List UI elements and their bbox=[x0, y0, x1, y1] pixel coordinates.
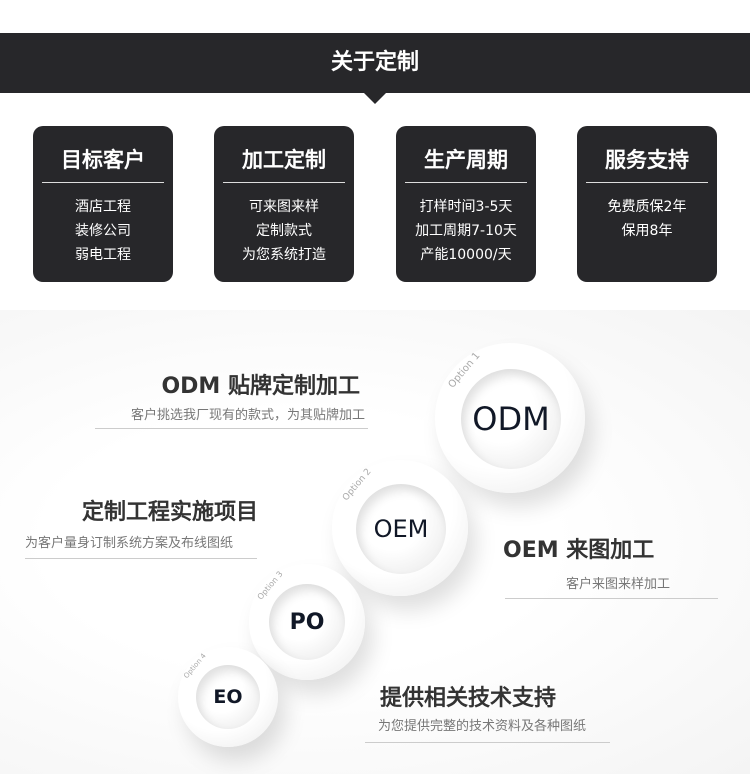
card-item: 加工周期7-10天 bbox=[415, 223, 517, 239]
option-label: EO bbox=[196, 665, 260, 729]
divider bbox=[25, 558, 257, 559]
banner-pointer bbox=[364, 93, 386, 104]
divider bbox=[405, 182, 527, 183]
divider bbox=[95, 428, 368, 429]
support-subtitle: 为您提供完整的技术资料及各种图纸 bbox=[378, 719, 587, 734]
card-item: 装修公司 bbox=[75, 223, 131, 239]
card-item: 弱电工程 bbox=[75, 247, 131, 263]
plate-eo: Option 4 EO bbox=[178, 647, 278, 747]
card-production-cycle: 生产周期 打样时间3-5天加工周期7-10天产能10000/天 bbox=[396, 126, 536, 282]
plate-po: Option 3 PO bbox=[249, 564, 365, 680]
banner-title: 关于定制 bbox=[330, 50, 419, 75]
card-item: 可来图来样 bbox=[249, 199, 319, 215]
card-item: 产能10000/天 bbox=[420, 247, 512, 263]
card-item: 打样时间3-5天 bbox=[419, 199, 513, 215]
plate-oem: Option 2 OEM bbox=[332, 460, 468, 596]
card-processing: 加工定制 可来图来样定制款式为您系统打造 bbox=[214, 126, 354, 282]
divider bbox=[42, 182, 164, 183]
option-label: ODM bbox=[461, 369, 561, 469]
engineering-subtitle: 为客户量身订制系统方案及布线图纸 bbox=[25, 536, 234, 551]
plate-odm: Option 1 ODM bbox=[435, 343, 585, 493]
card-title: 服务支持 bbox=[605, 148, 689, 172]
odm-title: ODM 贴牌定制加工 bbox=[161, 374, 360, 399]
divider bbox=[365, 742, 610, 743]
card-title: 加工定制 bbox=[242, 148, 326, 172]
divider bbox=[223, 182, 345, 183]
oem-title: OEM 来图加工 bbox=[503, 538, 655, 563]
option-label: OEM bbox=[356, 484, 446, 574]
divider bbox=[505, 598, 718, 599]
card-item: 保用8年 bbox=[621, 223, 673, 239]
card-title: 目标客户 bbox=[61, 148, 145, 172]
divider bbox=[586, 182, 708, 183]
card-title: 生产周期 bbox=[424, 148, 508, 172]
card-item: 为您系统打造 bbox=[242, 247, 326, 263]
option-label: PO bbox=[269, 584, 345, 660]
support-title: 提供相关技术支持 bbox=[380, 686, 557, 711]
card-item: 定制款式 bbox=[256, 223, 312, 239]
oem-subtitle: 客户来图来样加工 bbox=[565, 577, 670, 592]
section-banner: 关于定制 bbox=[0, 33, 750, 93]
card-target-customers: 目标客户 酒店工程装修公司弱电工程 bbox=[33, 126, 173, 282]
engineering-title: 定制工程实施项目 bbox=[81, 500, 258, 525]
odm-subtitle: 客户挑选我厂现有的款式，为其贴牌加工 bbox=[130, 408, 365, 423]
card-item: 免费质保2年 bbox=[607, 199, 687, 215]
card-item: 酒店工程 bbox=[75, 199, 131, 215]
card-service: 服务支持 免费质保2年保用8年 bbox=[577, 126, 717, 282]
